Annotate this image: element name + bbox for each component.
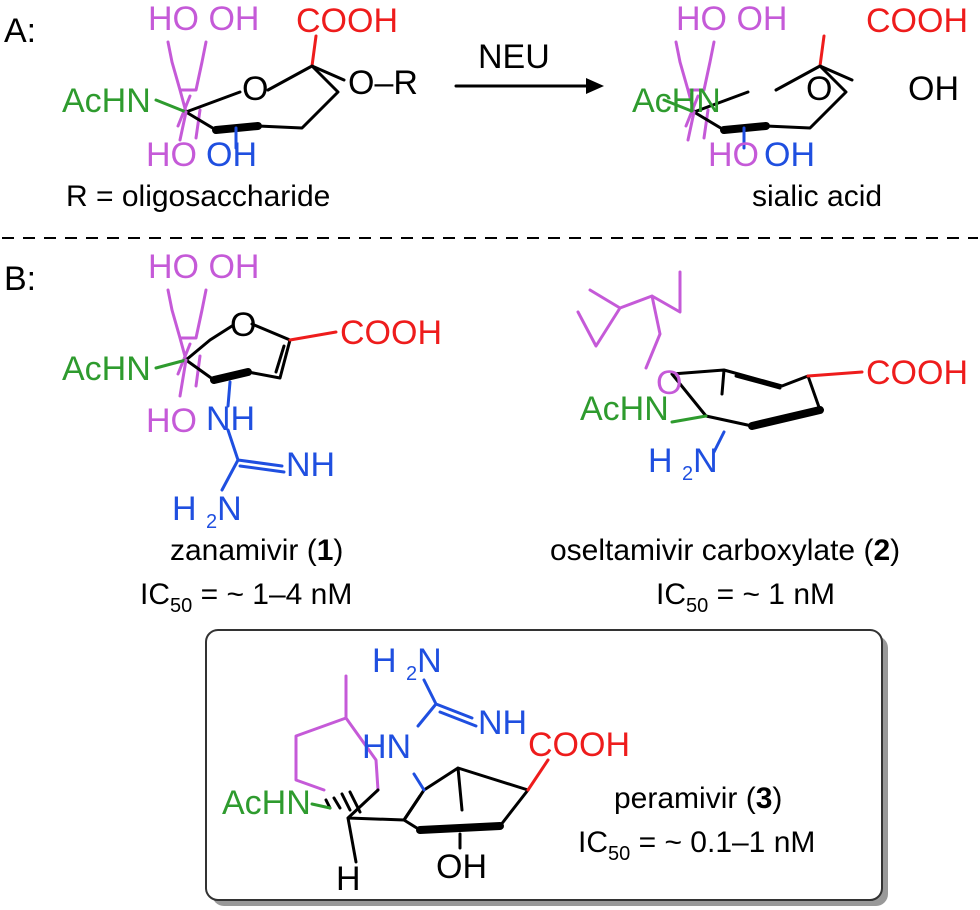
zanamivir-ic-sub: 50 bbox=[170, 595, 192, 617]
zanamivir-achn: AcHN bbox=[62, 350, 151, 388]
zanamivir-ic-main: IC bbox=[140, 578, 170, 611]
oseltamivir-name-text: oseltamivir carboxylate ( bbox=[550, 534, 873, 567]
peramivir-ic-value: = ~ 0.1–1 nM bbox=[630, 826, 815, 859]
peramivir-hash-wedge bbox=[324, 790, 362, 814]
product-ring-o: O bbox=[806, 70, 832, 108]
peramivir-achn: AcHN bbox=[222, 784, 311, 822]
oseltamivir-name: oseltamivir carboxylate (2) bbox=[550, 534, 900, 567]
o-r-bond bbox=[310, 64, 346, 82]
peramivir-h: H bbox=[336, 860, 361, 898]
zanamivir-name: zanamivir (1) bbox=[170, 534, 343, 567]
oseltamivir-number: 2 bbox=[873, 534, 890, 567]
glycerol-chain bbox=[166, 40, 208, 140]
oseltamivir-ic-value: = ~ 1 nM bbox=[708, 578, 835, 611]
substrate-ho-oh: HO OH bbox=[148, 0, 259, 38]
oseltamivir-ic-main: IC bbox=[656, 578, 686, 611]
substrate-structure bbox=[154, 34, 346, 150]
peramivir-ic-sub: 50 bbox=[608, 843, 630, 865]
panel-a-label: A: bbox=[4, 12, 36, 50]
zanamivir-number: 1 bbox=[317, 534, 334, 567]
product-anomeric-oh: OH bbox=[908, 70, 959, 108]
oseltamivir-ic-sub: 50 bbox=[686, 595, 708, 617]
peramivir-name: peramivir (3) bbox=[614, 782, 782, 815]
zanamivir-h2n: H 2N bbox=[172, 490, 242, 533]
zanamivir-h2n-text: H bbox=[172, 490, 197, 528]
substrate-o-r: O–R bbox=[348, 64, 418, 102]
substrate-achn: AcHN bbox=[62, 82, 151, 120]
zanamivir-ho-oh: HO OH bbox=[148, 248, 259, 286]
peramivir-h2n: H 2N bbox=[372, 642, 442, 685]
product-achn: AcHN bbox=[632, 82, 721, 120]
substrate-ho: HO bbox=[146, 136, 197, 174]
zanamivir-ho: HO bbox=[146, 402, 197, 440]
substrate-cooh: COOH bbox=[296, 2, 398, 40]
peramivir-ic50: IC50 = ~ 0.1–1 nM bbox=[578, 826, 815, 865]
arrow-label-neu: NEU bbox=[478, 38, 550, 76]
product-structure bbox=[662, 34, 854, 150]
product-ho-oh: HO OH bbox=[676, 0, 787, 38]
zanamivir-ring-o: O bbox=[230, 306, 256, 344]
product-ho: HO bbox=[708, 136, 759, 174]
panel-b-label: B: bbox=[4, 260, 36, 298]
peramivir-name-close: ) bbox=[772, 782, 782, 815]
peramivir-nh-top: NH bbox=[478, 704, 527, 742]
zanamivir-cooh: COOH bbox=[340, 314, 442, 352]
zanamivir-structure bbox=[154, 288, 338, 492]
peramivir-name-text: peramivir ( bbox=[614, 782, 756, 815]
oseltamivir-h2n: H 2N bbox=[648, 442, 718, 485]
zanamivir-name-close: ) bbox=[333, 534, 343, 567]
product-cooh: COOH bbox=[866, 2, 968, 40]
zanamivir-ic50: IC50 = ~ 1–4 nM bbox=[140, 578, 352, 617]
oseltamivir-h2n-text: H bbox=[648, 442, 673, 480]
achn-bond bbox=[154, 98, 188, 114]
zanamivir-ic-value: = ~ 1–4 nM bbox=[192, 578, 352, 611]
substrate-caption: R = oligosaccharide bbox=[66, 180, 330, 213]
peramivir-structure bbox=[294, 674, 550, 864]
substrate-oh: OH bbox=[206, 136, 257, 174]
peramivir-cooh: COOH bbox=[528, 726, 630, 764]
substrate-ring-o: O bbox=[242, 70, 268, 108]
oseltamivir-structure bbox=[576, 270, 864, 454]
oseltamivir-cooh: COOH bbox=[866, 354, 968, 392]
zanamivir-eq-nh: NH bbox=[286, 446, 335, 484]
peramivir-number: 3 bbox=[756, 782, 773, 815]
oseltamivir-o: O bbox=[656, 364, 682, 402]
oseltamivir-ic50: IC50 = ~ 1 nM bbox=[656, 578, 835, 617]
product-caption: sialic acid bbox=[752, 180, 882, 213]
peramivir-h2n-text: H bbox=[372, 642, 397, 680]
cooh-bond bbox=[310, 34, 318, 68]
ho-bond bbox=[178, 110, 188, 142]
zanamivir-name-text: zanamivir ( bbox=[170, 534, 317, 567]
oseltamivir-achn: AcHN bbox=[580, 390, 669, 428]
reaction-arrow bbox=[454, 78, 604, 94]
zanamivir-nh: NH bbox=[206, 400, 255, 438]
product-oh: OH bbox=[764, 136, 815, 174]
peramivir-hn: HN bbox=[362, 728, 411, 766]
peramivir-ic-main: IC bbox=[578, 826, 608, 859]
peramivir-oh: OH bbox=[436, 848, 487, 886]
oseltamivir-name-close: ) bbox=[890, 534, 900, 567]
